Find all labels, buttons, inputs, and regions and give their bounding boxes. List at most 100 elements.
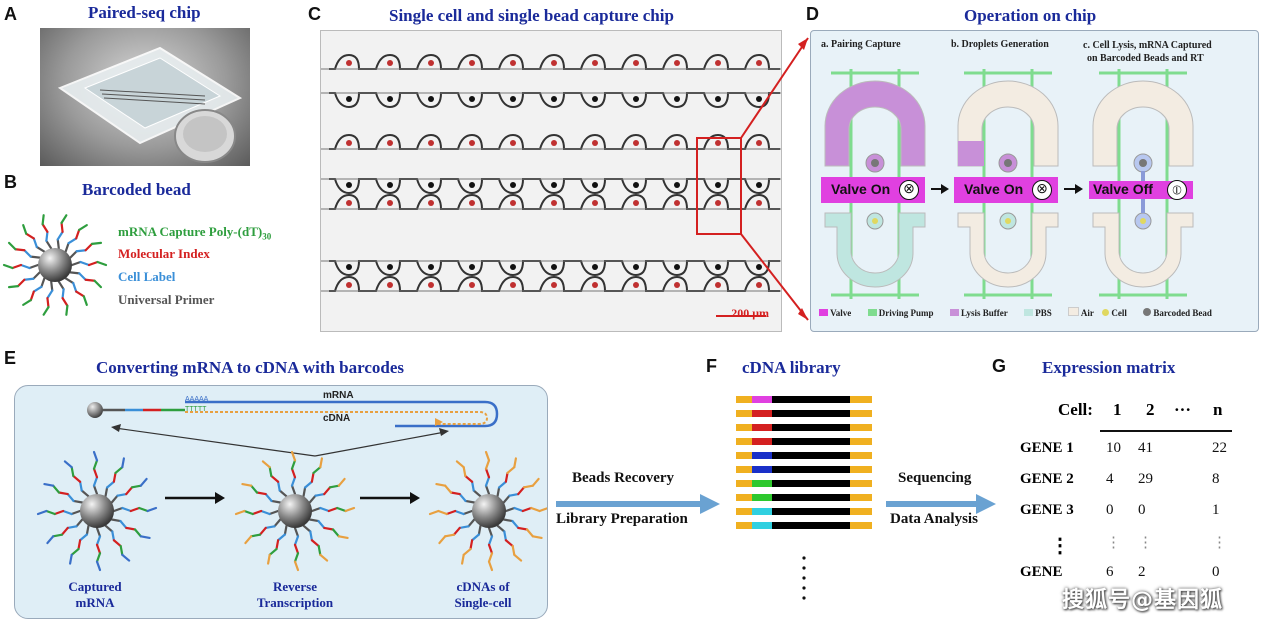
cell xyxy=(872,218,878,224)
mrna-strand xyxy=(185,400,499,428)
chip-trap-site xyxy=(715,200,721,206)
chip-channel-loop xyxy=(575,193,616,210)
chip-channel-loop xyxy=(657,53,698,70)
chip-trap-site xyxy=(674,200,680,206)
chip-channel-loop xyxy=(411,178,452,195)
chip-channel-loop xyxy=(739,133,780,150)
read-adapter-left xyxy=(736,410,752,417)
bead-oligo-segment xyxy=(22,298,32,306)
bead-oligo-segment xyxy=(444,533,456,538)
chip-channel-loop xyxy=(411,133,452,150)
step-arrow-head xyxy=(941,184,949,194)
bead-oligo-segment xyxy=(273,518,282,528)
chip-channel-loop xyxy=(534,53,575,70)
chip-channel-loop xyxy=(616,193,657,210)
bead-oligo-segment xyxy=(104,524,114,533)
read-insert xyxy=(772,452,850,459)
bead-oligo-segment xyxy=(85,524,90,536)
upper-chamber xyxy=(1092,80,1194,167)
chip-channel-loop xyxy=(534,193,575,210)
chip-trap-site xyxy=(510,96,516,102)
panel-b-title: Barcoded bead xyxy=(82,180,191,199)
step-c-label-line2: on Barcoded Beads and RT xyxy=(1087,53,1204,64)
panel-a-letter: A xyxy=(4,4,17,24)
read-barcode xyxy=(752,410,772,417)
legend-swatch-pump xyxy=(867,309,877,316)
bead-oligo-segment xyxy=(29,290,35,302)
lower-chamber xyxy=(1092,212,1194,288)
chip-channel-loop xyxy=(452,193,493,210)
chip-channel-loop xyxy=(657,193,698,210)
diag-arrow-left xyxy=(114,427,316,457)
bead-oligo-segment xyxy=(119,520,128,529)
bead-oligo-segment xyxy=(80,489,90,498)
legend-universal-primer: Universal Primer xyxy=(118,292,215,307)
zoom-box xyxy=(696,137,742,235)
panel-d-letter: D xyxy=(806,4,819,24)
bead-oligo-segment xyxy=(503,530,507,542)
capture-chip-micrograph: 200 μm xyxy=(320,30,782,332)
legend-valve: Valve xyxy=(830,308,852,318)
chip-channel-loop xyxy=(616,53,657,70)
bead-oligo-segment xyxy=(11,263,23,270)
bead-oligo-segment xyxy=(319,553,329,562)
chip-trap-site xyxy=(592,264,598,270)
chip-channel-loop xyxy=(575,275,616,292)
bead-oligo-segment xyxy=(121,506,132,513)
bead-oligo-segment xyxy=(472,489,482,498)
bead-oligo-segment xyxy=(75,249,87,253)
legend-mrna-capture-sub: 30 xyxy=(262,231,272,242)
bead-oligo-segment xyxy=(121,457,126,469)
bead-oligo-segment xyxy=(511,520,520,529)
bead-oligo-segment xyxy=(41,223,49,233)
chip-trap-site xyxy=(756,282,762,288)
conversion-panel: mRNA cDNA AAAAA TTTTT Captured mRNA Reve… xyxy=(14,385,548,619)
bead-oligo-segment xyxy=(331,528,340,538)
chip-trap-site xyxy=(715,282,721,288)
bead-oligo-segment xyxy=(487,552,494,563)
bead-oligo-segment xyxy=(521,506,533,513)
chip-channel-loop xyxy=(575,92,616,109)
chip-channel-loop xyxy=(657,92,698,109)
stage-cdnas-single-cell: cDNAs of Single-cell xyxy=(433,579,533,611)
bead-oligo-segment xyxy=(504,506,516,513)
continuation-dot xyxy=(802,596,806,600)
chip-trap-site xyxy=(551,140,557,146)
chip-channel-loop xyxy=(493,275,534,292)
bead-core xyxy=(278,494,312,528)
strand-bead xyxy=(87,402,103,418)
bead-oligo-segment xyxy=(56,230,64,241)
matrix-cell: 10 xyxy=(1106,440,1121,456)
bead-oligo-segment xyxy=(268,547,278,556)
matrix-cell: 1 xyxy=(1212,502,1220,518)
bead-oligo-segment xyxy=(29,255,41,259)
bead-oligo-segment xyxy=(68,553,73,565)
read-adapter-right xyxy=(850,480,872,487)
bead-oligo-segment xyxy=(506,466,516,475)
matrix-cell: 4 xyxy=(1106,471,1114,487)
chip-trap-site xyxy=(633,60,639,66)
bead-oligo-segment xyxy=(504,539,514,548)
bead-oligo-segment xyxy=(22,224,28,235)
read-adapter-left xyxy=(736,480,752,487)
cell xyxy=(1140,218,1146,224)
bead-oligo-segment xyxy=(96,260,108,267)
bead-core xyxy=(80,494,114,528)
bead-oligo-segment xyxy=(323,526,335,531)
matrix-col-2: 2 xyxy=(1146,400,1155,419)
legend-pbs: PBS xyxy=(1035,308,1052,318)
bead-oligo-segment xyxy=(78,272,87,281)
bead-oligo-segment xyxy=(28,263,40,270)
bead-oligo-segment xyxy=(52,533,64,538)
continuation-dot xyxy=(802,586,806,590)
read-adapter-left xyxy=(736,508,752,515)
read-insert xyxy=(772,396,850,403)
bead-oligo-segment xyxy=(112,471,117,483)
bead-oligo-segment xyxy=(428,509,440,516)
chip-channel-loop xyxy=(370,178,411,195)
bead-oligo-segment xyxy=(72,281,78,293)
bead-oligo-segment xyxy=(484,459,491,470)
chip-channel-loop xyxy=(329,53,370,70)
bead-oligo-segment xyxy=(119,544,124,556)
bead-oligo-segment xyxy=(78,224,88,232)
